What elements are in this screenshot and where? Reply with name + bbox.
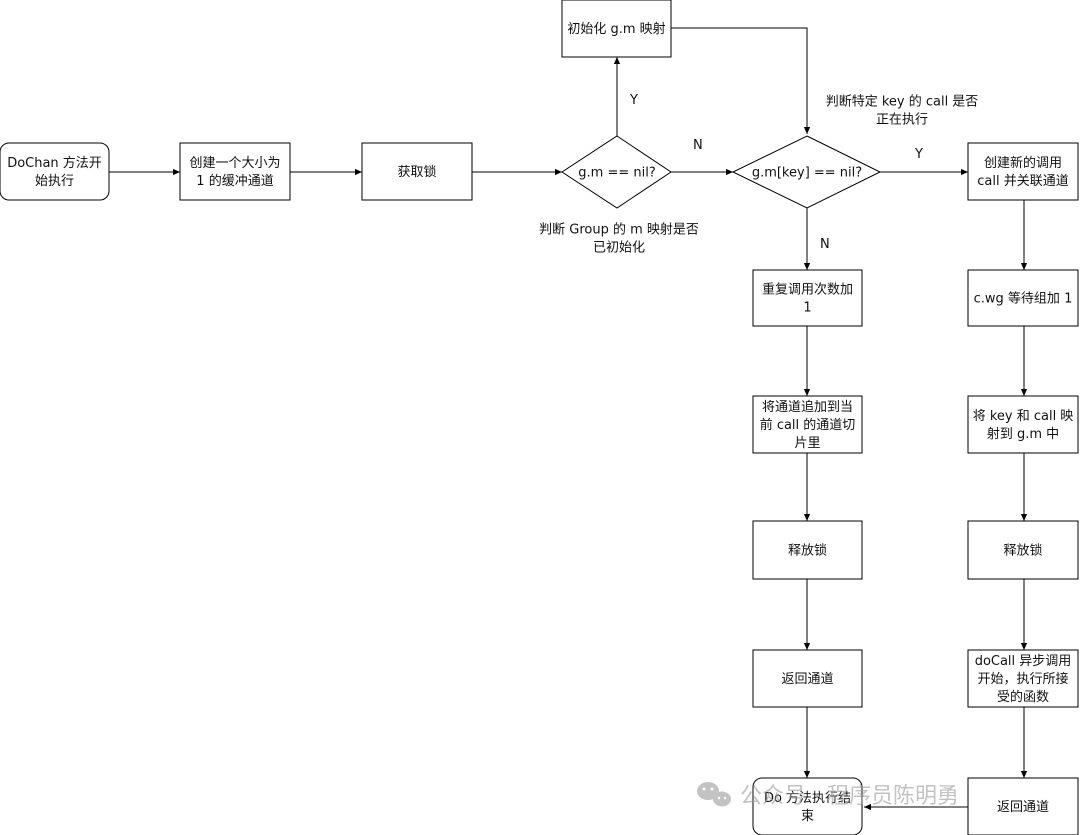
docall-text: doCall 异步调用开始，执行所接受的函数 [975, 654, 1072, 705]
docall-node[interactable]: doCall 异步调用开始，执行所接受的函数 [967, 649, 1079, 708]
check-key-decision[interactable]: g.m[key] == nil? [731, 135, 882, 209]
edge-labels: Y N Y N 判断 Group 的 m 映射是否已初始化 判断特定 key 的… [539, 93, 978, 256]
init-gm-text: 初始化 g.m 映射 [567, 21, 665, 37]
text-line: 片里 [794, 436, 820, 451]
text-line: 已初始化 [593, 241, 645, 256]
return-channel-left-node[interactable]: 返回通道 [752, 649, 863, 708]
text-line: 重复调用次数加 [762, 282, 853, 298]
append-channel-node[interactable]: 将通道追加到当前 call 的通道切片里 [752, 395, 863, 454]
text-line: 返回通道 [997, 800, 1049, 815]
text-line: 1 的缓冲通道 [196, 173, 273, 189]
text-line: 始执行 [35, 174, 74, 189]
text-line: g.m == nil? [578, 166, 655, 181]
text-line: 获取锁 [397, 164, 436, 180]
text-line: 正在执行 [876, 113, 928, 128]
release-lock-left-node[interactable]: 释放锁 [752, 520, 863, 580]
text-line: 初始化 g.m 映射 [567, 21, 665, 37]
gm-no-label: N [693, 138, 703, 153]
text-line: 判断特定 key 的 call 是否 [826, 94, 979, 110]
watermark-text: 公众号 · 程序员陈明勇 [740, 784, 959, 809]
wg-add-text: c.wg 等待组加 1 [974, 291, 1073, 307]
dup-count-node[interactable]: 重复调用次数加 1 [752, 269, 863, 327]
text-line: 开始，执行所接 [977, 671, 1068, 687]
text-line: 将通道追加到当 [762, 399, 853, 415]
acquire-lock-text: 获取锁 [397, 164, 436, 180]
release-left-text: 释放锁 [788, 543, 827, 559]
text-line: doCall 异步调用 [975, 654, 1072, 669]
key-no-label: N [820, 237, 830, 252]
end-text: Do 方法执行结束 [764, 790, 851, 824]
text-line: 射到 g.m 中 [987, 426, 1059, 442]
text-line: DoChan 方法开 [7, 155, 102, 171]
text-line: call 并关联通道 [977, 174, 1068, 189]
create-call-text: 创建新的调用 call 并关联通道 [977, 155, 1068, 189]
edges [109, 27, 1028, 811]
text-line: c.wg 等待组加 1 [974, 291, 1073, 307]
return-right-text: 返回通道 [997, 800, 1049, 815]
text-line: 束 [801, 809, 814, 824]
start-node[interactable]: DoChan 方法开始执行 [0, 142, 110, 201]
check-gm-decision[interactable]: g.m == nil? [561, 135, 672, 209]
wechat-icon [697, 782, 731, 807]
note-key: 判断特定 key 的 call 是否正在执行 [826, 94, 979, 128]
key-yes-label: Y [914, 147, 923, 162]
check-key-text: g.m[key] == nil? [752, 166, 862, 181]
note-gm: 判断 Group 的 m 映射是否已初始化 [539, 222, 699, 256]
dup-count-text: 重复调用次数加 1 [762, 282, 853, 316]
map-key-text: 将 key 和 call 映射到 g.m 中 [973, 409, 1074, 442]
init-gm-node[interactable]: 初始化 g.m 映射 [561, 0, 672, 58]
text-line: 前 call 的通道切 [760, 417, 856, 433]
acquire-lock-node[interactable]: 获取锁 [361, 142, 473, 201]
edge-init-checkkey [671, 27, 811, 134]
text-line: 将 key 和 call 映 [973, 409, 1074, 424]
create-call-node[interactable]: 创建新的调用 call 并关联通道 [967, 142, 1079, 201]
text-line: 受的函数 [997, 689, 1049, 705]
create-channel-node[interactable]: 创建一个大小为 1 的缓冲通道 [179, 142, 291, 201]
text-line: 创建一个大小为 [189, 156, 280, 171]
check-gm-text: g.m == nil? [578, 166, 655, 181]
watermark: 公众号 · 程序员陈明勇 [697, 782, 959, 809]
create-channel-text: 创建一个大小为 1 的缓冲通道 [189, 156, 280, 189]
start-text: DoChan 方法开始执行 [7, 155, 102, 189]
end-node[interactable]: Do 方法执行结束 [752, 777, 863, 835]
text-line: 1 [803, 301, 811, 316]
text-line: Do 方法执行结 [764, 790, 851, 806]
release-right-text: 释放锁 [1003, 543, 1042, 559]
map-key-node[interactable]: 将 key 和 call 映射到 g.m 中 [967, 395, 1079, 454]
text-line: 判断 Group 的 m 映射是否 [539, 222, 699, 238]
text-line: g.m[key] == nil? [752, 166, 862, 181]
text-line: 释放锁 [788, 543, 827, 559]
append-channel-text: 将通道追加到当前 call 的通道切片里 [760, 399, 856, 451]
text-line: 创建新的调用 [984, 155, 1062, 171]
text-line: 释放锁 [1003, 543, 1042, 559]
gm-yes-label: Y [629, 93, 638, 108]
release-lock-right-node[interactable]: 释放锁 [967, 520, 1079, 580]
return-left-text: 返回通道 [781, 672, 833, 687]
return-channel-right-node[interactable]: 返回通道 [967, 777, 1079, 835]
wg-add-node[interactable]: c.wg 等待组加 1 [967, 269, 1079, 327]
text-line: 返回通道 [781, 672, 833, 687]
